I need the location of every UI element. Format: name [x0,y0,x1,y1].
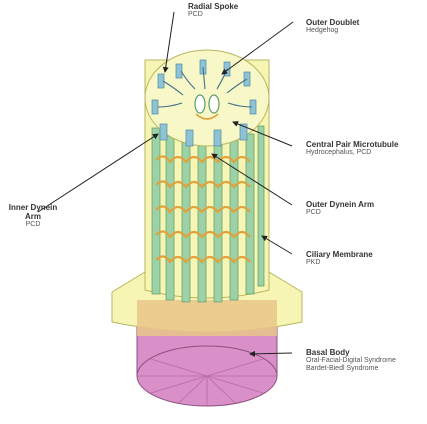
central-pair-disease: Hydrocephalus, PCD [306,149,398,157]
basal-body-title: Basal Body [306,348,396,357]
inner-dynein-disease: PCD [2,221,64,229]
basal-body-disease-2: Bardet-Biedl Syndrome [306,365,396,373]
inner-dynein-title-1: Inner Dynein [2,203,64,212]
ciliary-membrane-disease: PKD [306,259,373,267]
central-pair-title: Central Pair Microtubule [306,140,398,149]
outer-doublet-title: Outer Doublet [306,18,359,27]
label-outer-doublet: Outer Doublet Hedgehog [306,18,359,35]
inner-dynein-title-2: Arm [2,212,64,221]
basal-body-disease-1: Oral-Facial-Digital Syndrome [306,357,396,365]
outer-dynein-disease: PCD [306,209,374,217]
radial-spoke-disease: PCD [188,11,238,19]
radial-spoke-title: Radial Spoke [188,2,238,11]
label-inner-dynein: Inner Dynein Arm PCD [2,203,64,229]
label-basal-body: Basal Body Oral-Facial-Digital Syndrome … [306,348,396,373]
label-radial-spoke: Radial Spoke PCD [188,2,238,19]
transition-zone [137,300,277,336]
label-ciliary-membrane: Ciliary Membrane PKD [306,250,373,267]
outer-doublet-disease: Hedgehog [306,27,359,35]
ciliary-membrane-title: Ciliary Membrane [306,250,373,259]
label-outer-dynein: Outer Dynein Arm PCD [306,200,374,217]
label-central-pair: Central Pair Microtubule Hydrocephalus, … [306,140,398,157]
outer-dynein-title: Outer Dynein Arm [306,200,374,209]
